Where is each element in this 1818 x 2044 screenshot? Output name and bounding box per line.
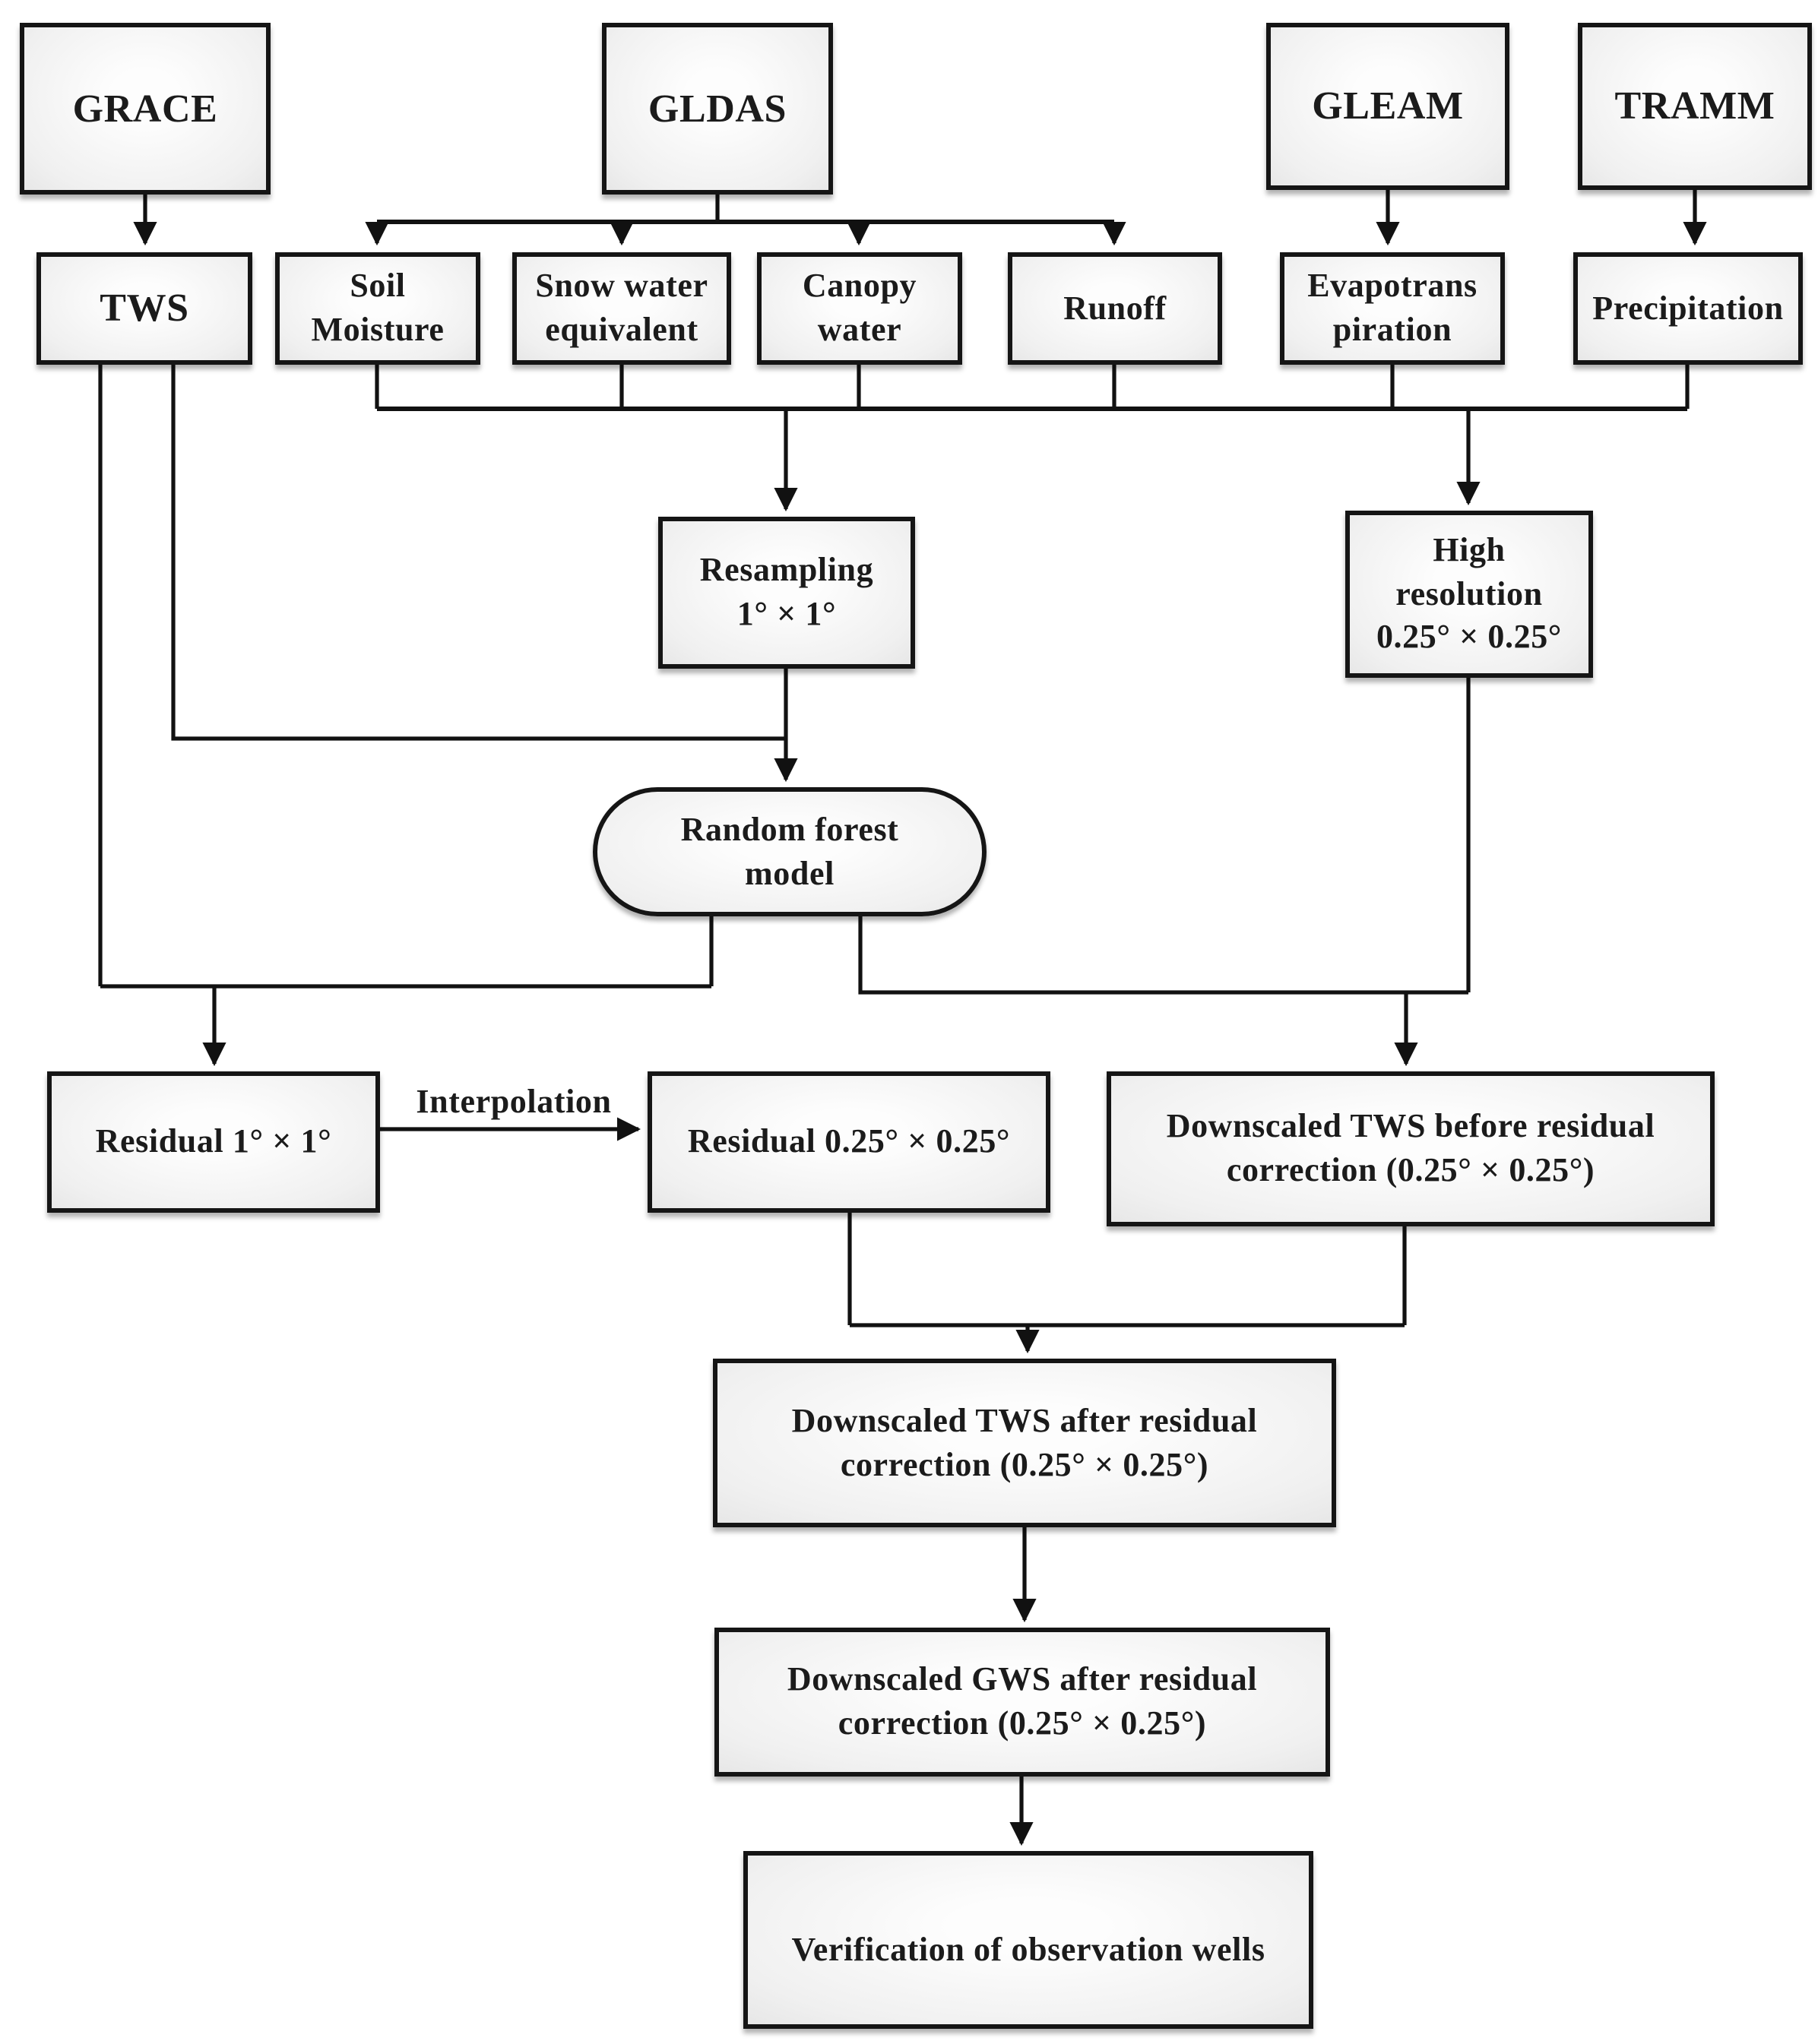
node-verification: Verification of observation wells [743,1851,1313,2029]
node-runoff-label: Runoff [1063,288,1167,327]
node-gleam: GLEAM [1266,23,1509,190]
node-tramm: TRAMM [1578,23,1812,190]
node-downscaled-tws-after: Downscaled TWS after residual correction… [713,1359,1336,1527]
node-high-resolution: High resolution 0.25° × 0.25° [1345,511,1593,678]
node-grace-label: GRACE [72,86,218,131]
node-downscaled-tws-after-label: Downscaled TWS after residual correction… [791,1400,1258,1482]
node-tws-label: TWS [100,286,189,331]
node-tws: TWS [36,252,252,365]
node-verification-label: Verification of observation wells [791,1930,1265,1969]
node-gldas: GLDAS [602,23,833,195]
node-random-forest: Random forest model [593,787,987,916]
node-precipitation: Precipitation [1573,252,1803,365]
node-residual-1deg-label: Residual 1° × 1° [95,1122,332,1160]
node-downscaled-before-label: Downscaled TWS before residual correctio… [1166,1106,1655,1188]
node-resampling-label: Resampling 1° × 1° [699,550,874,632]
node-precipitation-label: Precipitation [1592,288,1784,327]
node-soil-moisture-label: Soil Moisture [311,266,445,348]
node-gldas-label: GLDAS [648,86,787,131]
node-random-forest-label: Random forest model [680,809,899,891]
edge-label-interpolation: Interpolation [416,1082,612,1120]
node-high-resolution-label: High resolution 0.25° × 0.25° [1376,530,1563,656]
node-resampling: Resampling 1° × 1° [658,517,915,669]
node-residual-1deg: Residual 1° × 1° [47,1071,380,1213]
node-residual-025deg: Residual 0.25° × 0.25° [648,1071,1050,1213]
node-evapotranspiration: Evapotrans piration [1280,252,1505,365]
node-canopy-water: Canopy water [757,252,962,365]
node-snow-water: Snow water equivalent [512,252,731,365]
node-downscaled-gws-after-label: Downscaled GWS after residual correction… [787,1660,1258,1742]
node-gleam-label: GLEAM [1312,84,1464,128]
node-residual-025deg-label: Residual 0.25° × 0.25° [687,1122,1011,1160]
node-snow-water-label: Snow water equivalent [535,266,708,348]
node-grace: GRACE [20,23,271,195]
edge-rf-right [858,916,1468,995]
node-downscaled-before: Downscaled TWS before residual correctio… [1107,1071,1715,1226]
node-downscaled-gws-after: Downscaled GWS after residual correction… [714,1628,1330,1777]
node-canopy-water-label: Canopy water [802,266,917,348]
node-runoff: Runoff [1008,252,1222,365]
node-soil-moisture: Soil Moisture [275,252,480,365]
node-tramm-label: TRAMM [1614,84,1775,128]
node-evapotranspiration-label: Evapotrans piration [1307,266,1478,348]
